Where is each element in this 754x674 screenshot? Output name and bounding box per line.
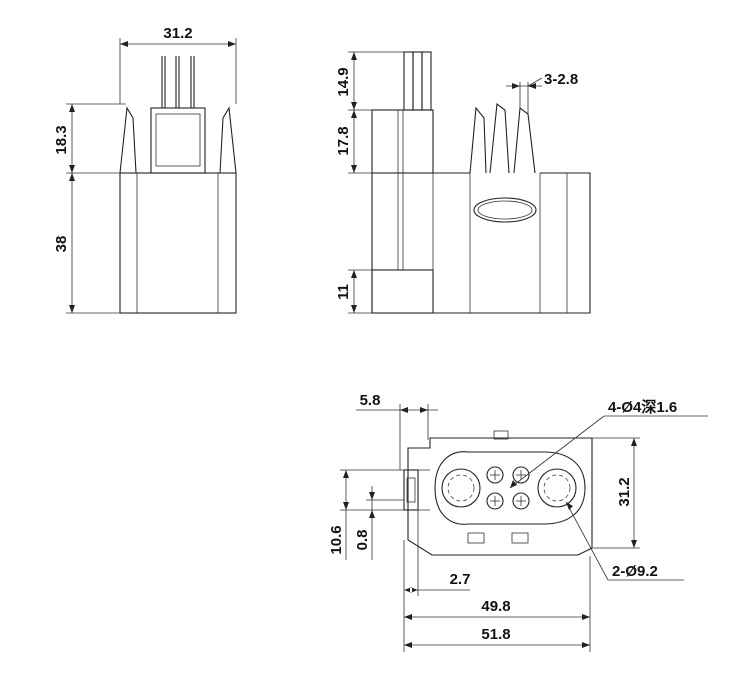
bottom-small-holes-dim: 4-Ø4深1.6 <box>608 398 677 416</box>
front-clips <box>119 106 237 174</box>
small-hole-3 <box>486 492 504 510</box>
side-base-height-dim: 11 <box>335 284 352 300</box>
front-pin-housing <box>150 107 206 174</box>
bottom-view: 5.8 4-Ø4深1.6 31.2 10.6 0.8 2.7 2-Ø9.2 <box>328 392 708 652</box>
side-body <box>371 172 591 314</box>
front-lower-height-dim: 38 <box>53 236 70 253</box>
bottom-large-holes-dim: 2-Ø9.2 <box>612 563 658 580</box>
small-hole-2 <box>512 466 530 484</box>
side-pin-length-dim: 14.9 <box>335 67 352 96</box>
bottom-side-dim-b: 0.8 <box>354 530 371 551</box>
bottom-height-dim: 31.2 <box>616 477 633 506</box>
bottom-inner-width-dim: 49.8 <box>481 598 510 615</box>
large-hole-left <box>441 468 481 508</box>
bottom-side-dim-a: 10.6 <box>328 525 345 554</box>
side-pin-width-dim: 3-2.8 <box>544 71 578 88</box>
bottom-offset-dim: 5.8 <box>360 392 381 409</box>
side-oval-window <box>473 197 537 223</box>
side-view: 14.9 17.8 11 3-2.8 <box>335 51 591 314</box>
front-upper-height-dim: 18.3 <box>53 125 70 154</box>
front-width-dim: 31.2 <box>163 25 192 42</box>
side-claws <box>469 102 536 174</box>
bottom-cavity <box>434 451 586 525</box>
side-pin-height-dim: 17.8 <box>335 126 352 155</box>
large-hole-right <box>537 468 577 508</box>
bottom-edge-dim: 2.7 <box>450 571 471 588</box>
small-hole-4 <box>512 492 530 510</box>
front-view: 31.2 18.3 38 <box>53 25 237 314</box>
bottom-outer-width-dim: 51.8 <box>481 626 510 643</box>
small-hole-1 <box>486 466 504 484</box>
